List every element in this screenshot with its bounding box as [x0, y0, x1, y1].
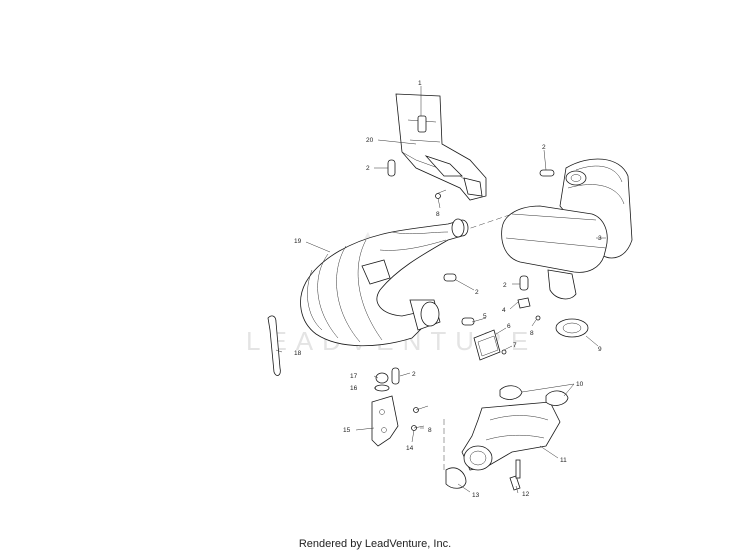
seal-ring: [445, 467, 467, 489]
mount-bracket: [395, 93, 487, 201]
callout-label: 7: [513, 342, 517, 349]
callout-label: 8: [428, 427, 432, 434]
callout-label: 13: [472, 492, 480, 499]
callout-label: 2: [542, 144, 546, 151]
callout-label: 6: [507, 323, 511, 330]
callout-label: 12: [522, 491, 530, 498]
hanger-strap: [267, 315, 281, 376]
hardware-fasteners: [411, 189, 541, 431]
part-callouts: 1 20 2 2 8 19 3 2 4 8 9 2 5 6 7 18 17 16…: [294, 80, 602, 499]
callout-label: 11: [560, 457, 567, 464]
manifold-bolt: [509, 459, 521, 491]
callout-label: 2: [503, 282, 507, 289]
credit-footer: Rendered by LeadVenture, Inc.: [298, 538, 452, 550]
callout-label: 18: [294, 350, 302, 357]
callout-label: 1: [418, 80, 422, 87]
callout-label: 2: [412, 371, 416, 378]
callout-label: 16: [350, 385, 358, 392]
callout-label: 2: [366, 165, 370, 172]
callout-label: 17: [350, 373, 358, 380]
spring-set: [387, 159, 555, 385]
callout-label: 9: [598, 346, 602, 353]
callout-label: 14: [406, 445, 414, 452]
exhaust-manifold: [461, 385, 569, 471]
callout-label: 5: [483, 313, 487, 320]
callout-label: 8: [436, 211, 440, 218]
leader-lines: [275, 86, 606, 494]
muffler: [501, 158, 633, 300]
gasket: [473, 329, 501, 361]
callout-label: 2: [475, 289, 479, 296]
lower-bracket: [371, 395, 399, 447]
grommet: [555, 318, 589, 338]
callout-label: 10: [576, 381, 584, 388]
callout-label: 8: [530, 330, 534, 337]
callout-label: 3: [598, 235, 602, 242]
callout-label: 4: [502, 307, 506, 314]
callout-label: 19: [294, 238, 302, 245]
expansion-chamber-pipe: [300, 218, 469, 347]
callout-label: 20: [366, 137, 374, 144]
callout-label: 15: [343, 427, 351, 434]
rubber-damper: [374, 372, 390, 392]
